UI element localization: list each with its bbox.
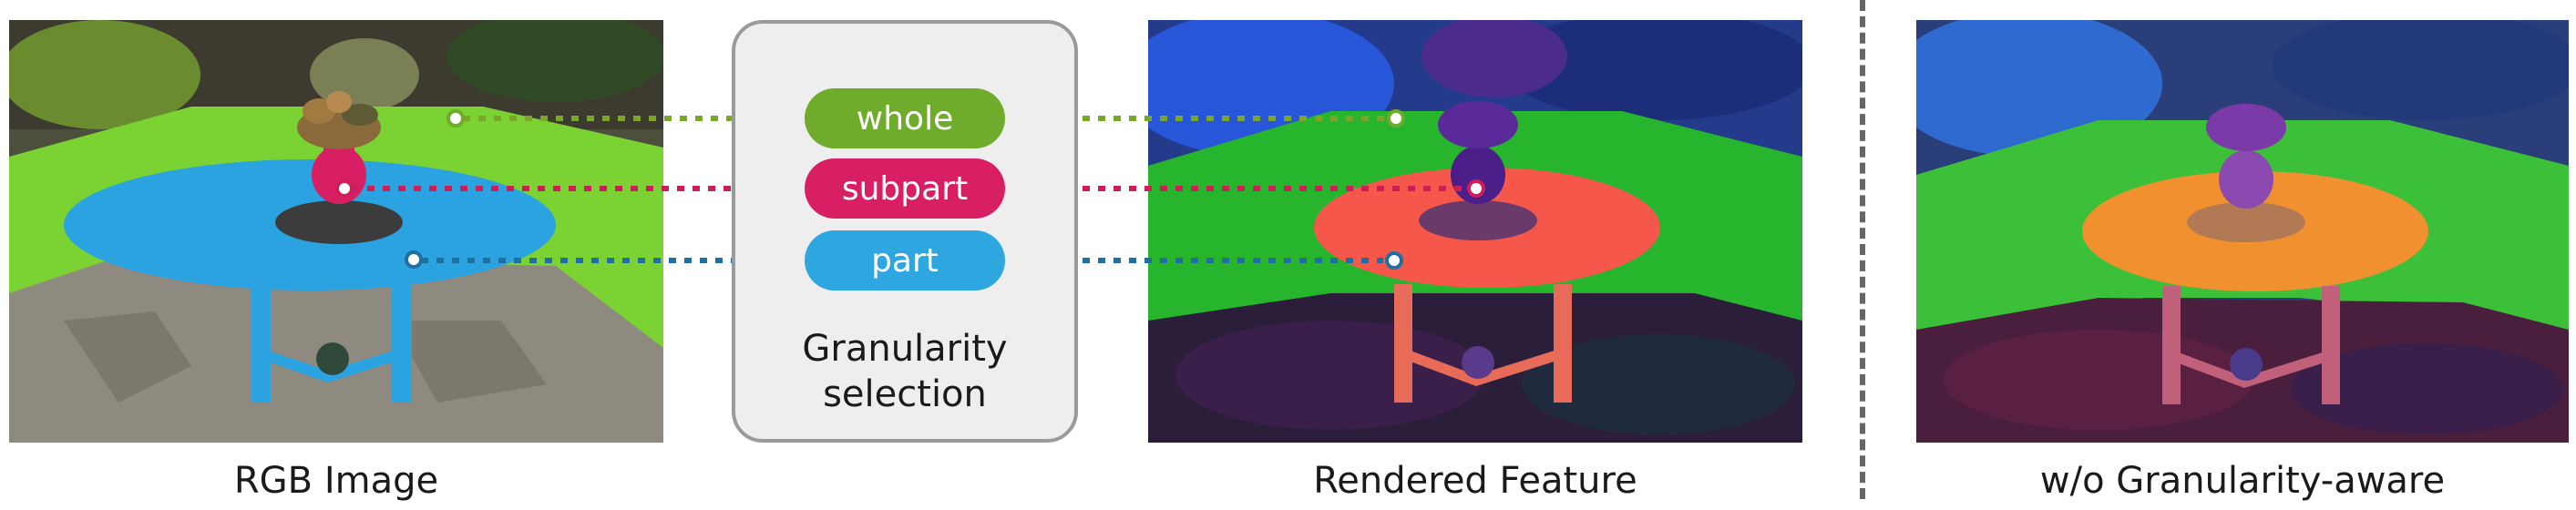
whole-point-marker-rendered — [1387, 109, 1405, 128]
part-option-label: part — [871, 241, 939, 280]
panel-divider — [1860, 0, 1865, 499]
whole-option[interactable]: whole — [805, 88, 1005, 148]
ablation-feature-image — [1916, 20, 2569, 443]
subpart-point-marker-rendered — [1467, 179, 1485, 198]
part-point-marker-rendered — [1385, 251, 1403, 270]
ablation-caption: w/o Granularity-aware — [2039, 460, 2446, 502]
rgb-image — [9, 20, 663, 443]
subpart-option[interactable]: subpart — [805, 158, 1005, 219]
whole-option-label: whole — [856, 99, 954, 138]
subpart-option-label: subpart — [841, 169, 969, 208]
rendered-feature-image — [1148, 20, 1802, 443]
rgb-image-caption: RGB Image — [233, 460, 439, 502]
part-option[interactable]: part — [805, 230, 1005, 291]
rendered-feature-caption: Rendered Feature — [1313, 460, 1637, 502]
granularity-selection-title: Granularity selection — [802, 328, 1008, 415]
